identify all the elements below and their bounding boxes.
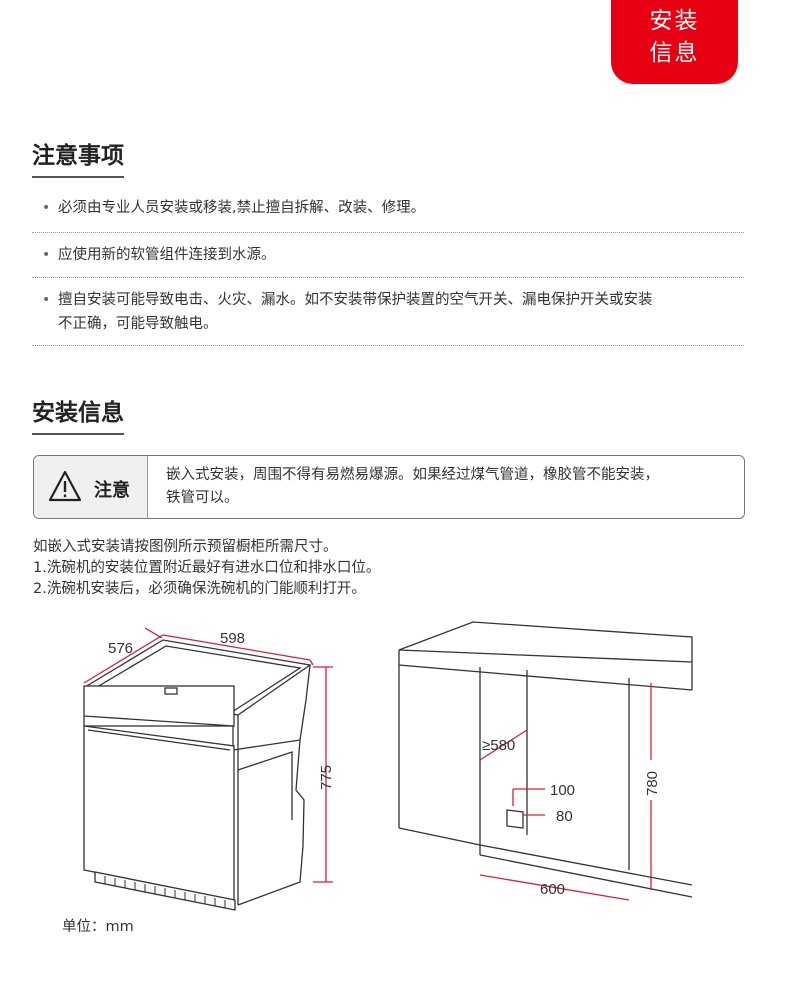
dim-pipe-100: 100: [550, 782, 575, 799]
dim-pipe-80: 80: [556, 808, 573, 825]
precaution-text: 必须由专业人员安装或移装,禁止擅自拆解、改装、修理。: [58, 200, 426, 216]
install-title: 安装信息: [32, 393, 124, 435]
bullet-dot: •: [42, 200, 51, 216]
notice-line-2: 铁管可以。: [166, 490, 239, 506]
dim-depth-580: ≥580: [482, 737, 515, 754]
instruction-line: 如嵌入式安装请按图例所示预留橱柜所需尺寸。: [33, 539, 338, 555]
install-instructions: 如嵌入式安装请按图例所示预留橱柜所需尺寸。 1.洗碗机的安装位置附近最好有进水口…: [33, 537, 380, 600]
notice-label: 注意: [94, 480, 130, 501]
dishwasher-drawing: [83, 639, 312, 911]
dim-width-600: 600: [540, 881, 565, 898]
precautions-title: 注意事项: [32, 136, 124, 178]
warning-icon: [48, 470, 82, 502]
dim-height-780: 780: [644, 771, 661, 796]
precaution-text-cont: 不正确，可能导致触电。: [58, 316, 218, 332]
dim-width-598: 598: [220, 630, 245, 647]
precaution-text: 应使用新的软管组件连接到水源。: [58, 247, 276, 263]
notice-text: 嵌入式安装，周围不得有易燃易爆源。如果经过煤气管道，橡胶管不能安装， 铁管可以。: [166, 464, 736, 510]
precaution-item: • 必须由专业人员安装或移装,禁止擅自拆解、改装、修理。: [32, 196, 744, 233]
tab-line-1: 安装: [649, 8, 700, 34]
precaution-item: • 擅自安装可能导致电击、火灾、漏水。如不安装带保护装置的空气开关、漏电保护开关…: [32, 288, 744, 346]
notice-line-1: 嵌入式安装，周围不得有易燃易爆源。如果经过煤气管道，橡胶管不能安装，: [166, 467, 659, 483]
precaution-item: • 应使用新的软管组件连接到水源。: [32, 243, 744, 278]
bullet-dot: •: [42, 247, 51, 263]
precaution-text: 擅自安装可能导致电击、火灾、漏水。如不安装带保护装置的空气开关、漏电保护开关或安…: [58, 292, 653, 308]
dimension-lines-left: [83, 627, 333, 883]
notice-label-panel: 注意: [34, 456, 148, 518]
notice-box: 注意 嵌入式安装，周围不得有易燃易爆源。如果经过煤气管道，橡胶管不能安装， 铁管…: [33, 455, 745, 519]
dim-depth-576: 576: [108, 640, 133, 657]
dim-height-775: 775: [318, 765, 335, 790]
instruction-line: 1.洗碗机的安装位置附近最好有进水口位和排水口位。: [33, 560, 381, 576]
unit-label: 单位：mm: [62, 919, 134, 935]
instruction-line: 2.洗碗机安装后，必须确保洗碗机的门能顺利打开。: [33, 581, 366, 597]
dimension-lines-right: [479, 683, 652, 901]
section-tab: 安装 信息: [611, 0, 738, 84]
cabinet-drawing: [398, 621, 693, 898]
bullet-dot: •: [42, 292, 51, 308]
tab-line-2: 信息: [649, 40, 700, 66]
